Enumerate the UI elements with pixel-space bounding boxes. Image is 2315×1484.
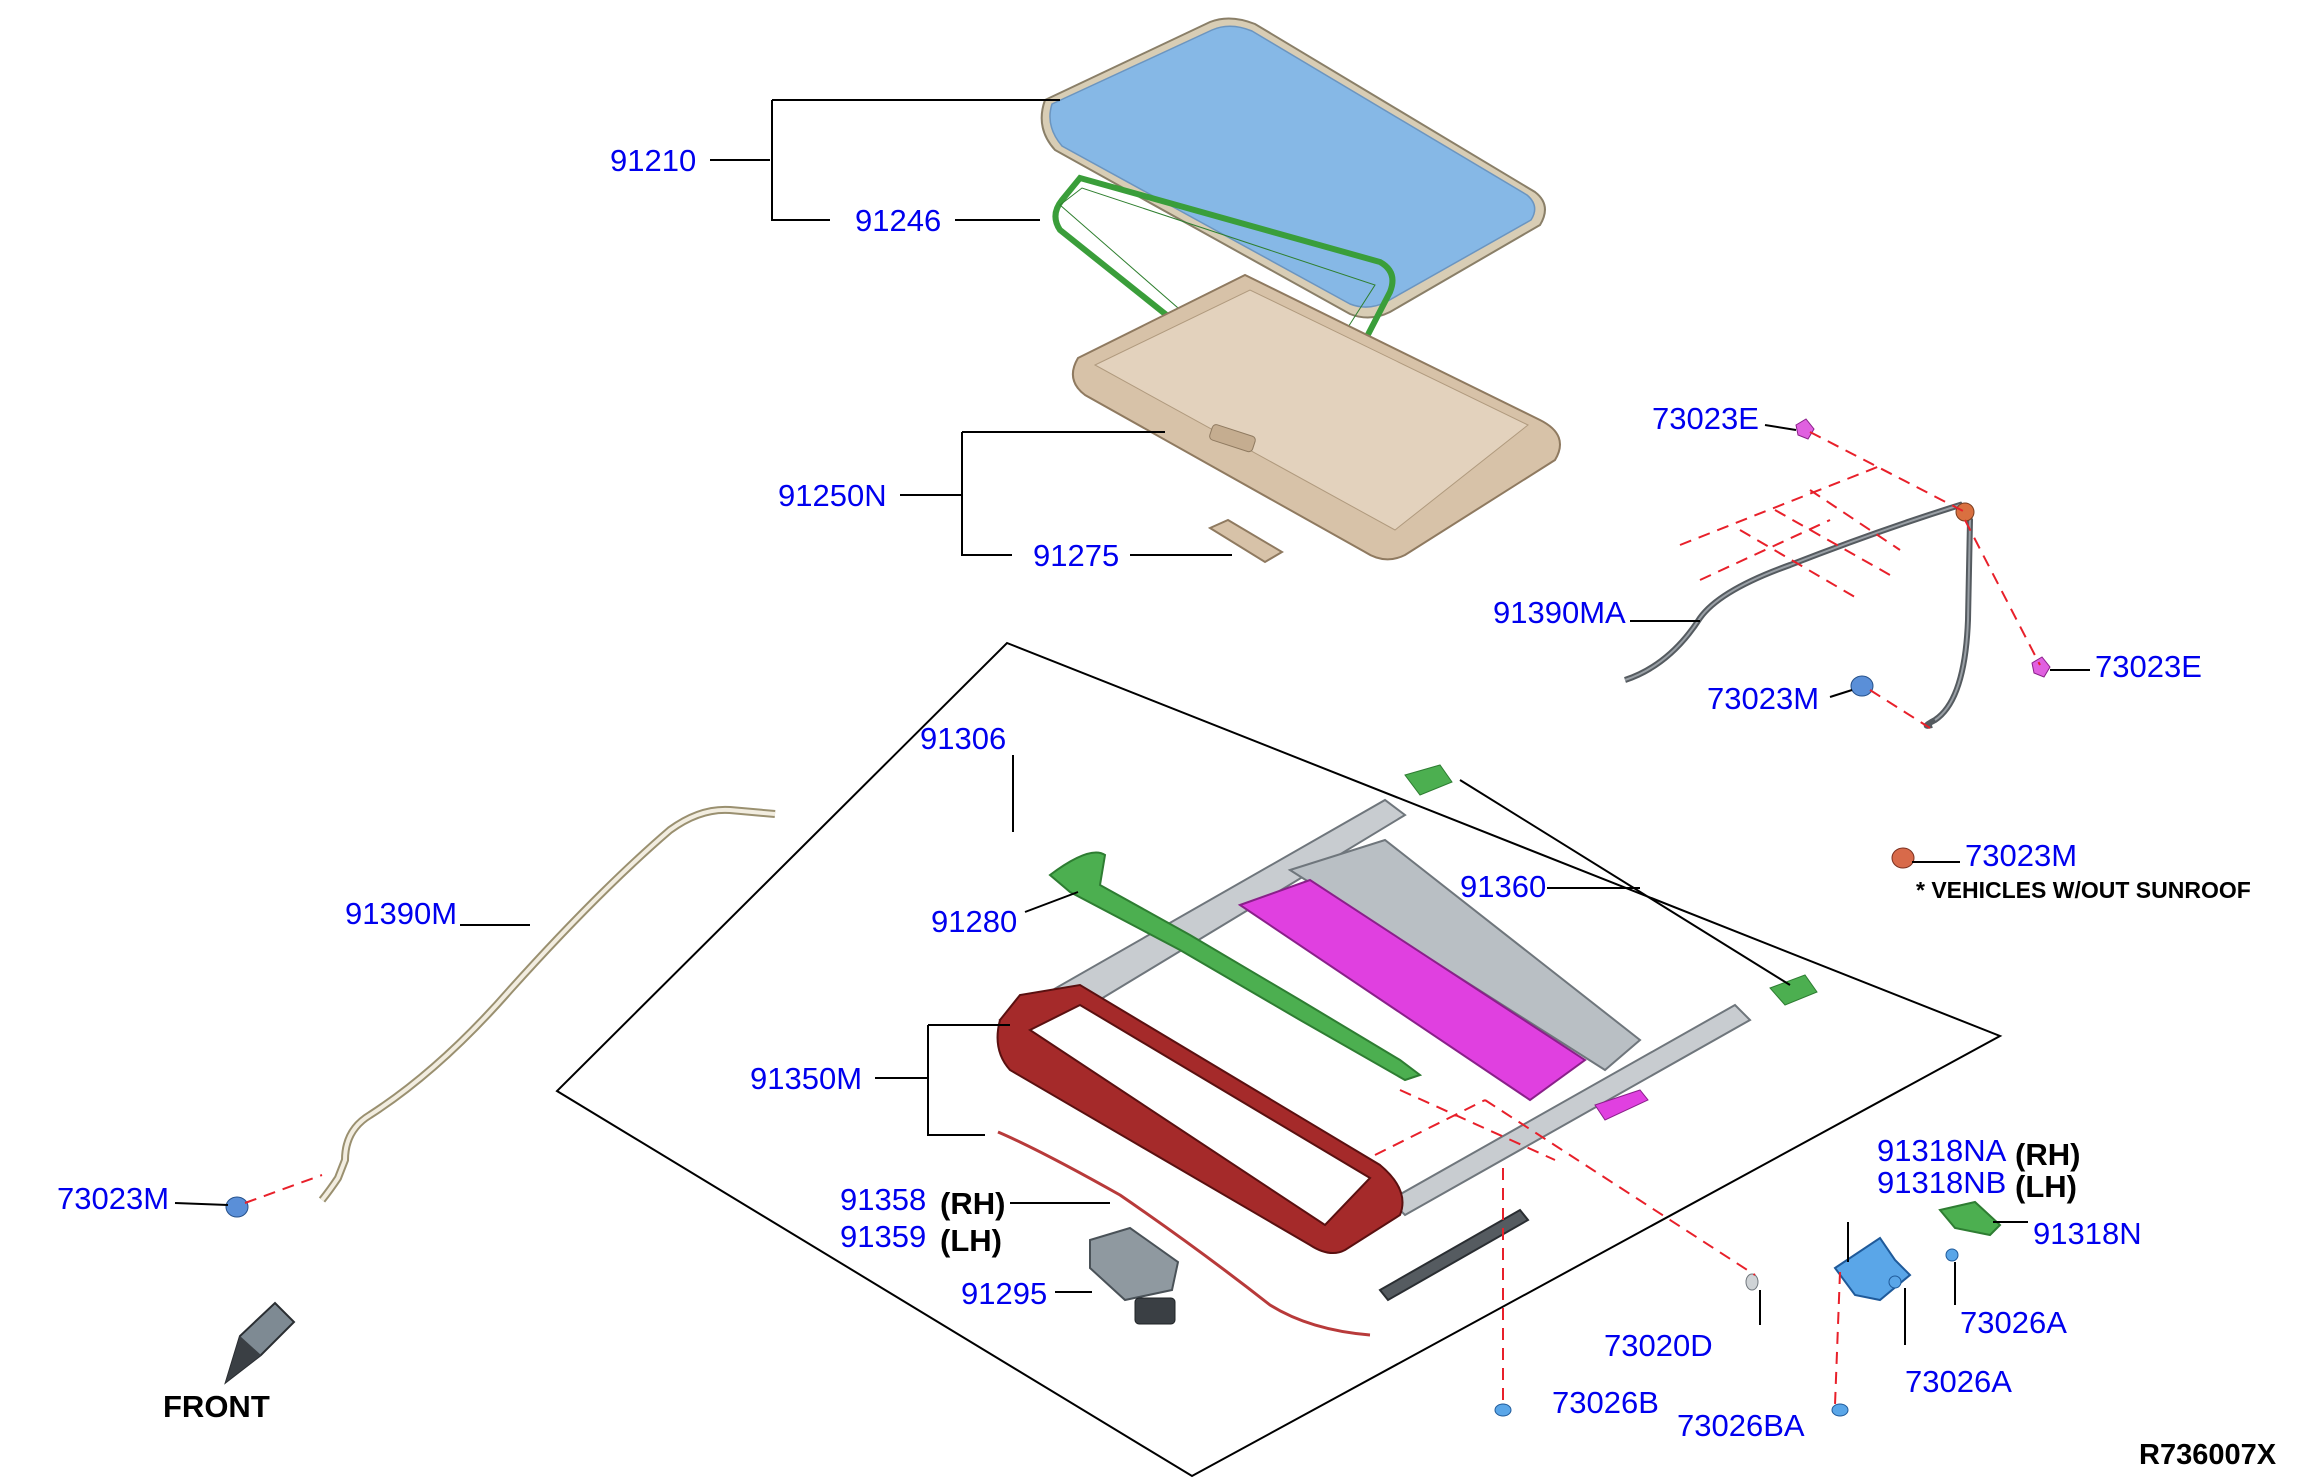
callout-91295[interactable]: 91295 <box>961 1276 1047 1311</box>
clip-73023e-right[interactable] <box>2031 656 2051 678</box>
callout-73023m-left[interactable]: 73023M <box>57 1181 169 1216</box>
callout-91358[interactable]: 91358 <box>840 1182 926 1217</box>
rail-bracket-rear-part[interactable] <box>1769 974 1818 1006</box>
screw-73026ba[interactable] <box>1831 1403 1849 1417</box>
glass-lid-part[interactable] <box>1040 17 1546 319</box>
grommet-73023m-left[interactable] <box>225 1196 249 1218</box>
front-direction-arrow-icon <box>224 1301 296 1385</box>
rail-bracket-front-part[interactable] <box>1404 764 1453 796</box>
side-tag-rh-91318na: (RH) <box>2015 1137 2080 1172</box>
side-tag-lh-91318nb: (LH) <box>2015 1169 2077 1204</box>
sunshade-panel-part[interactable] <box>1237 878 1649 1121</box>
screw-73026b[interactable] <box>1494 1403 1512 1417</box>
sunroof-frame-part[interactable] <box>996 983 1404 1255</box>
sunroof-note: * VEHICLES W/OUT SUNROOF <box>1916 877 2251 903</box>
callout-73026b[interactable]: 73026B <box>1552 1385 1659 1420</box>
bracket-91318na-part[interactable] <box>1833 1236 1912 1302</box>
diagram-code: R736007X <box>2139 1439 2277 1471</box>
screw-73026a-upper[interactable] <box>1945 1248 1959 1262</box>
grommet-73023m-right[interactable] <box>1891 847 1915 869</box>
sunshade-rail-part[interactable] <box>1378 1208 1530 1302</box>
assembly-outline <box>555 641 2003 1478</box>
callout-91246[interactable]: 91246 <box>855 203 941 238</box>
callout-73023m-center[interactable]: 73023M <box>1707 681 1819 716</box>
callout-91275[interactable]: 91275 <box>1033 538 1119 573</box>
sunshade-handle-part[interactable] <box>1207 518 1284 564</box>
callout-91350m[interactable]: 91350M <box>750 1061 862 1096</box>
guide-rail-part[interactable] <box>998 798 1752 1217</box>
callout-91280[interactable]: 91280 <box>931 904 1017 939</box>
callout-91210[interactable]: 91210 <box>610 143 696 178</box>
leader-lines <box>174 99 2090 1406</box>
wind-deflector-part[interactable] <box>1048 851 1423 1082</box>
drain-hose-front-part[interactable] <box>318 805 776 1203</box>
clip-73020d[interactable] <box>1745 1273 1759 1291</box>
callout-73020d[interactable]: 73020D <box>1604 1328 1713 1363</box>
grommet-73023m-center[interactable] <box>1850 675 1874 697</box>
callout-91318na[interactable]: 91318NA <box>1877 1133 2007 1168</box>
screw-73026a-lower[interactable] <box>1888 1275 1902 1289</box>
callout-91318n[interactable]: 91318N <box>2033 1216 2142 1251</box>
sunroof-motor-part[interactable] <box>1089 1226 1180 1325</box>
clip-73023e-top[interactable] <box>1795 418 1815 440</box>
side-tag-lh-91359: (LH) <box>940 1223 1002 1258</box>
callout-73026a-lower[interactable]: 73026A <box>1905 1364 2012 1399</box>
callout-73023e-top[interactable]: 73023E <box>1652 401 1759 436</box>
callout-91306[interactable]: 91306 <box>920 721 1006 756</box>
callout-73023m-right[interactable]: 73023M <box>1965 838 2077 873</box>
drive-cable-part[interactable] <box>997 1130 1371 1337</box>
front-label: FRONT <box>163 1389 270 1424</box>
callout-91250n[interactable]: 91250N <box>778 478 887 513</box>
callout-91360[interactable]: 91360 <box>1460 869 1546 904</box>
callout-73026a-upper[interactable]: 73026A <box>1960 1305 2067 1340</box>
callout-73023e-right[interactable]: 73023E <box>2095 649 2202 684</box>
callout-91359[interactable]: 91359 <box>840 1219 926 1254</box>
bracket-91318n-part[interactable] <box>1938 1200 2002 1237</box>
callout-73026ba[interactable]: 73026BA <box>1677 1408 1805 1443</box>
callout-91390m[interactable]: 91390M <box>345 896 457 931</box>
drain-hose-rear-part[interactable] <box>1624 501 1975 729</box>
sunshade-part[interactable] <box>1071 273 1561 561</box>
callout-91318nb[interactable]: 91318NB <box>1877 1165 2006 1200</box>
side-tag-rh-91358: (RH) <box>940 1186 1005 1221</box>
callout-91390ma[interactable]: 91390MA <box>1493 595 1626 630</box>
